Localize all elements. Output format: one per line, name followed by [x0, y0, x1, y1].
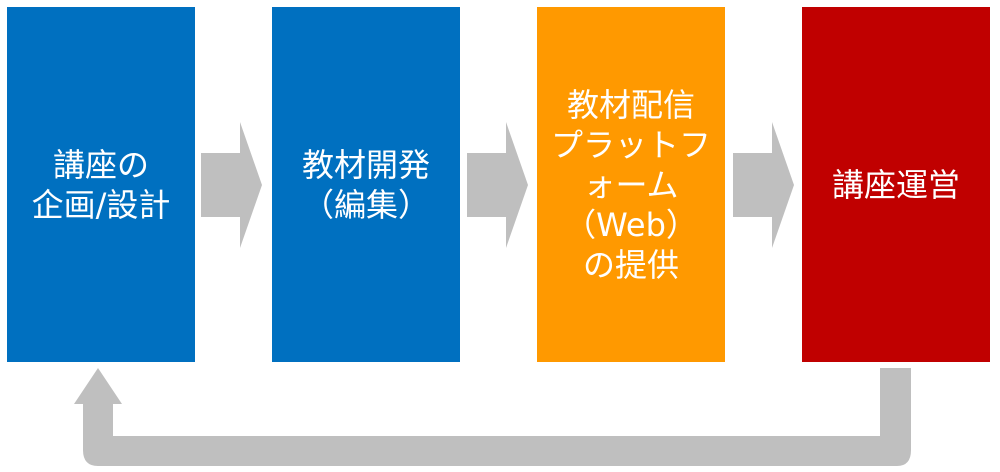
feedback-loop-arrow	[74, 368, 911, 466]
step-course-operation: 講座運営	[802, 7, 990, 362]
step-material-development: 教材開発 （編集）	[272, 7, 460, 362]
step-delivery-platform: 教材配信 プラットフォーム （Web） の提供	[537, 7, 725, 362]
arrow-right-3	[733, 122, 794, 248]
step-plan-design: 講座の 企画/設計	[7, 7, 195, 362]
arrow-right-2	[467, 122, 528, 248]
arrow-right-1	[201, 122, 262, 248]
